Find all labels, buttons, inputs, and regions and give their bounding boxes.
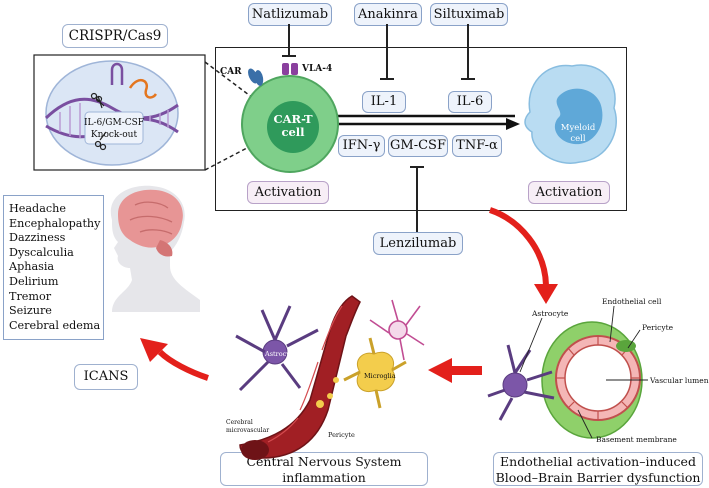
lenzilumab-label: Lenzilumab [373,232,463,255]
bbb-astrocyte-label: Astrocyte [531,309,569,318]
bbb-caption: Endothelial activation–induced Blood–Bra… [493,452,703,486]
cns-caption-line1: Central Nervous System [246,454,402,469]
myeloid-label-line1: Myeloid [561,123,596,133]
head-icon [110,185,200,312]
siltuximab-label: Siltuximab [430,3,508,26]
car-t-cell: CAR-T cell CAR VLA-4 [220,63,339,173]
bbb-illustration: Astrocyte Endothelial cell Pericyte Vasc… [487,297,709,444]
natalizumab-label: Natlizumab [248,3,332,26]
red-arrows [140,207,558,383]
tnf-alpha-label: TNF-α [452,135,502,157]
symptom-item: Aphasia [9,260,55,274]
activation-label-right: Activation [528,181,610,204]
neuron-cell [369,299,425,361]
cart-label-line1: CAR-T [273,112,313,126]
knockout-line1: IL-6/GM-CSF [84,118,144,128]
symptom-item: Dazziness [9,231,66,245]
car-receptor-icon [248,68,264,86]
symptoms-list: Headache Encephalopathy Dazziness Dyscal… [3,195,104,340]
inhibition-lines [282,24,475,232]
symptom-item: Seizure [9,304,52,318]
cns-microglia-label: Microglia [364,372,396,380]
scissors-icon [90,92,107,151]
bbb-lumen-label: Vascular lumen [649,376,709,385]
crispr-panel: IL-6/GM-CSF Knock-out [33,54,206,171]
cns-astrocyte-label: Astrocyte [264,350,297,358]
symptom-item: Encephalopathy [9,216,101,230]
crispr-title: CRISPR/Cas9 [62,24,168,48]
vla4-receptor-icon [282,63,298,75]
gm-csf-label: GM-CSF [388,135,448,157]
vla4-label: VLA-4 [301,64,332,74]
microglia-cell [343,337,407,409]
symptom-item: Tremor [9,289,52,303]
cart-label-line2: cell [281,125,305,139]
cns-cerebral-label-line2: microvascular [226,427,269,434]
cns-illustration: Astrocyte Microglia Pericyte Cerebral mi… [226,295,425,460]
symptom-item: Cerebral edema [9,318,101,332]
myeloid-cell: Myeloid cell [524,64,617,164]
bbb-basement-label: Basement membrane [596,435,677,444]
ifn-gamma-label: IFN-γ [338,135,385,157]
il1-label: IL-1 [362,91,406,113]
il6-label: IL-6 [448,91,492,113]
myeloid-label-line2: cell [570,134,586,144]
cns-pericyte-label: Pericyte [328,431,355,439]
main-frame [215,47,627,211]
symptom-item: Headache [9,202,66,215]
interaction-arrows [322,110,520,130]
astrocyte-cell [235,305,319,392]
bbb-caption-line2: Blood–Brain Barrier dysfunction [495,470,701,485]
bbb-caption-line1: Endothelial activation–induced [500,454,696,469]
activation-label-left: Activation [247,181,329,204]
bbb-astrocyte-cell [487,344,555,421]
knockout-line2: Knock-out [91,130,138,140]
bbb-pericyte-label: Pericyte [642,323,674,332]
symptom-item: Delirium [9,274,59,288]
cns-cerebral-label-line1: Cerebral [226,419,253,426]
icans-label: ICANS [74,364,138,390]
bbb-endothelial-label: Endothelial cell [602,297,662,306]
car-label: CAR [220,67,242,77]
symptom-item: Dyscalculia [9,245,74,259]
cns-caption-line2: inflammation [282,470,366,485]
